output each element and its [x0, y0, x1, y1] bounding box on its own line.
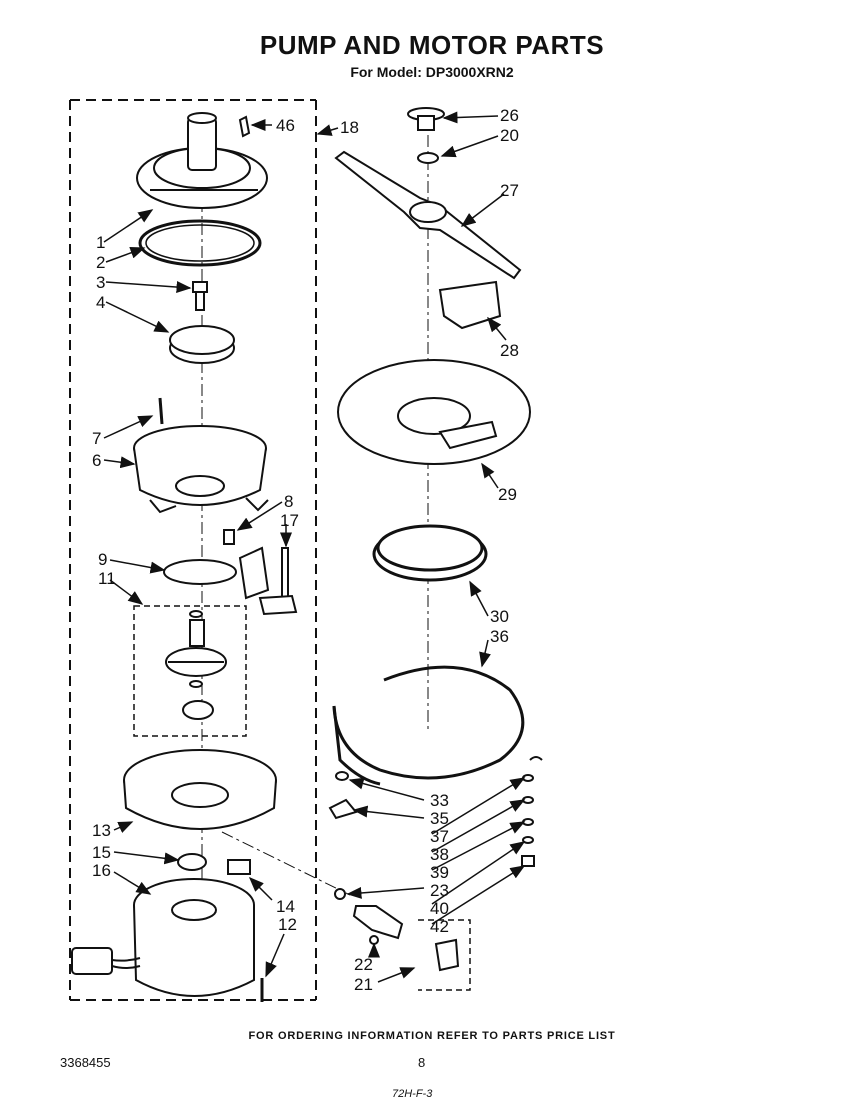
- callout-36: 36: [490, 627, 509, 646]
- callout-4: 4: [96, 293, 105, 312]
- callout-2: 2: [96, 253, 105, 272]
- pump-housing: [133, 425, 269, 514]
- callout-26: 26: [500, 106, 519, 125]
- page-number: 8: [418, 1055, 426, 1070]
- callout-14: 14: [276, 897, 295, 916]
- impeller-subassembly-box: [133, 605, 247, 737]
- callout-11: 11: [98, 569, 116, 588]
- callout-15: 15: [92, 843, 111, 862]
- callout-38: 38: [430, 845, 449, 864]
- callout-17: 17: [280, 511, 299, 530]
- fastener-stack: [521, 756, 543, 867]
- corner-mark: 72H-F-3: [392, 1088, 433, 1100]
- callout-8: 8: [284, 492, 293, 511]
- callout-13: 13: [92, 821, 111, 840]
- callout-35: 35: [430, 809, 449, 828]
- sensor-22: [352, 905, 404, 945]
- callout-23: 23: [430, 881, 449, 900]
- washer-15: [177, 853, 207, 871]
- bracket-9: [238, 546, 270, 600]
- callout-33: 33: [430, 791, 449, 810]
- callout-29: 29: [498, 485, 517, 504]
- callout-9: 9: [98, 550, 107, 569]
- screw-7: [158, 397, 164, 425]
- callout-27: 27: [500, 181, 519, 200]
- callout-39: 39: [430, 863, 449, 882]
- callout-1: 1: [96, 233, 105, 252]
- pump-assembly-boundary: [69, 99, 317, 1001]
- callout-21: 21: [354, 975, 373, 994]
- deflector-28: [438, 280, 502, 330]
- motor: [71, 878, 255, 997]
- heating-element: [332, 665, 525, 786]
- callout-42: 42: [430, 917, 449, 936]
- leader-lines: [103, 111, 526, 983]
- page-title: PUMP AND MOTOR PARTS: [259, 30, 605, 60]
- tab-14: [227, 859, 251, 875]
- o-ring: [138, 219, 262, 267]
- callout-16: 16: [92, 861, 111, 880]
- impeller-disc: [169, 325, 235, 364]
- washer-33: [335, 771, 349, 781]
- bolt: [192, 281, 208, 311]
- ordering-note: FOR ORDERING INFORMATION REFER TO PARTS …: [248, 1030, 616, 1042]
- clip-46: [238, 115, 251, 138]
- nut-26: [407, 107, 445, 131]
- motor-mount-plate: [123, 749, 277, 830]
- screw-8: [223, 529, 235, 545]
- callout-28: 28: [500, 341, 519, 360]
- callout-7: 7: [92, 429, 101, 448]
- ring-30: [372, 524, 488, 582]
- callout-37: 37: [430, 827, 449, 846]
- clip-21: [434, 938, 460, 972]
- callout-20: 20: [500, 126, 519, 145]
- callout-22: 22: [354, 955, 373, 974]
- callout-labels: 46 18 26 20 27 1 2 3 4 28 7 6 29 8 17 9 …: [92, 106, 519, 994]
- filter-screen: [337, 359, 531, 465]
- sensor-bracket-outline: [418, 919, 471, 991]
- callout-6: 6: [92, 451, 101, 470]
- impeller: [165, 610, 227, 720]
- pump-cover: [136, 112, 268, 209]
- clip-35: [328, 798, 358, 820]
- model-subtitle: For Model: DP3000XRN2: [350, 64, 514, 80]
- document-number: 3368455: [60, 1055, 111, 1070]
- callout-12: 12: [278, 915, 297, 934]
- callout-18: 18: [340, 118, 359, 137]
- o-ring-23: [334, 888, 346, 900]
- rod-17: [258, 547, 298, 616]
- callout-3: 3: [96, 273, 105, 292]
- seal-plate: [163, 559, 237, 585]
- callout-30: 30: [490, 607, 509, 626]
- washer-20: [417, 152, 439, 164]
- callout-40: 40: [430, 899, 449, 918]
- callout-46: 46: [276, 116, 295, 135]
